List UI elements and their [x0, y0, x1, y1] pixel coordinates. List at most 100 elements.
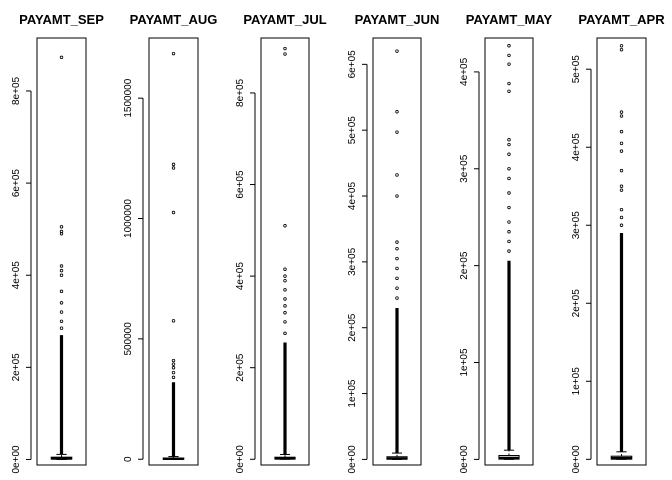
outlier-point [395, 286, 399, 290]
plot-frame [372, 37, 422, 466]
outlier-point [507, 89, 511, 93]
plot-frame [36, 37, 87, 466]
outlier-point [619, 188, 624, 192]
outlier-point [395, 194, 399, 198]
outlier-point [171, 366, 176, 370]
y-tick-label: 1e+05 [347, 379, 358, 408]
y-tick-label: 2e+05 [235, 353, 246, 382]
outlier-point [283, 304, 287, 308]
y-tick-label: 8e+05 [235, 78, 246, 107]
y-tick-label: 500000 [123, 322, 134, 356]
outlier-point [619, 149, 624, 153]
outlier-point [59, 310, 64, 314]
outlier-point [171, 166, 176, 170]
outlier-point [395, 173, 399, 177]
outlier-point [507, 138, 511, 142]
y-tick-label: 2e+05 [347, 313, 358, 342]
outlier-point [59, 326, 64, 330]
outlier-point [59, 268, 64, 273]
outlier-point [283, 52, 287, 56]
outlier-point [283, 274, 287, 278]
outlier-point [283, 288, 287, 292]
outlier-point [395, 266, 399, 271]
y-tick-label: 0e+00 [11, 445, 22, 474]
outlier-point [171, 370, 176, 375]
y-tick-label: 2e+05 [11, 353, 22, 382]
outlier-point [507, 62, 511, 66]
panel-title: PAYAMT_SEP [19, 12, 104, 27]
outlier-point [507, 44, 511, 48]
outlier-point [507, 167, 511, 171]
outlier-point [395, 247, 399, 251]
outlier-point [619, 168, 624, 173]
panel-title: PAYAMT_JUN [355, 12, 440, 27]
plot-frame [484, 37, 534, 466]
outlier-point [507, 142, 511, 147]
outlier-point [59, 273, 64, 277]
y-tick-label: 3e+05 [347, 247, 358, 276]
y-tick-label: 4e+05 [11, 261, 22, 290]
outlier-point [507, 191, 511, 195]
outlier-point [395, 296, 399, 300]
outlier-point [507, 239, 511, 244]
outlier-point [395, 110, 399, 114]
outlier-point [283, 320, 287, 324]
panel-title: PAYAMT_AUG [130, 12, 218, 27]
y-tick-label: 4e+05 [235, 262, 246, 291]
outlier-point [619, 110, 624, 114]
outlier-point [395, 256, 399, 261]
outlier-point [507, 220, 511, 224]
outlier-point [395, 276, 399, 281]
y-tick-label: 0e+00 [235, 445, 246, 474]
outlier-point [619, 215, 624, 220]
plot-frame [260, 37, 310, 466]
y-tick-label: 3e+05 [459, 154, 470, 183]
outlier-point [283, 297, 287, 301]
outlier-point [171, 51, 176, 56]
outlier-point [59, 55, 64, 60]
y-tick-label: 1000000 [123, 199, 134, 238]
y-tick-label: 5e+05 [347, 116, 358, 145]
outlier-point [171, 358, 176, 363]
outlier-point [395, 49, 399, 53]
outlier-point [283, 311, 287, 315]
y-tick-label: 6e+05 [11, 169, 22, 198]
outlier-point [171, 362, 176, 366]
outlier-point [507, 249, 511, 253]
outlier-point [171, 162, 176, 167]
outlier-point [619, 44, 624, 48]
outlier-point [283, 46, 287, 51]
outlier-point [283, 224, 287, 228]
panel-payamt_jul: PAYAMT_JUL 0e+00 2e+05 4e+05 6e+05 8e+05 [235, 12, 327, 473]
outlier-point [507, 81, 511, 86]
y-tick-label: 0e+00 [347, 445, 358, 474]
y-tick-label: 6e+05 [235, 170, 246, 199]
outlier-point [619, 223, 624, 227]
outlier-point [619, 141, 624, 146]
outlier-point [507, 176, 511, 181]
panel-title: PAYAMT_JUL [243, 12, 326, 27]
panel-title: PAYAMT_MAY [466, 12, 553, 27]
outlier-point [171, 210, 176, 215]
outlier-point [507, 230, 511, 234]
outlier-point [59, 229, 64, 234]
outlier-point [59, 225, 64, 229]
outlier-point [59, 319, 64, 323]
outlier-point [171, 375, 176, 380]
outlier-point [395, 130, 399, 134]
plot-frame [596, 37, 647, 466]
panel-payamt_sep: PAYAMT_SEP 0e+00 2e+05 4e+05 6e+05 8e+05 [11, 12, 104, 474]
outlier-point [395, 240, 399, 244]
y-tick-label: 8e+05 [11, 76, 22, 105]
y-tick-label: 0e+00 [571, 445, 582, 474]
y-tick-label: 4e+05 [571, 133, 582, 162]
outlier-point [283, 278, 287, 283]
outlier-point [283, 331, 287, 336]
outlier-point [59, 289, 64, 294]
panel-payamt_jun: PAYAMT_JUN0e+001e+052e+053e+054e+055e+05… [347, 12, 439, 473]
y-tick-label: 1e+05 [459, 348, 470, 377]
y-tick-label: 0 [123, 456, 134, 462]
